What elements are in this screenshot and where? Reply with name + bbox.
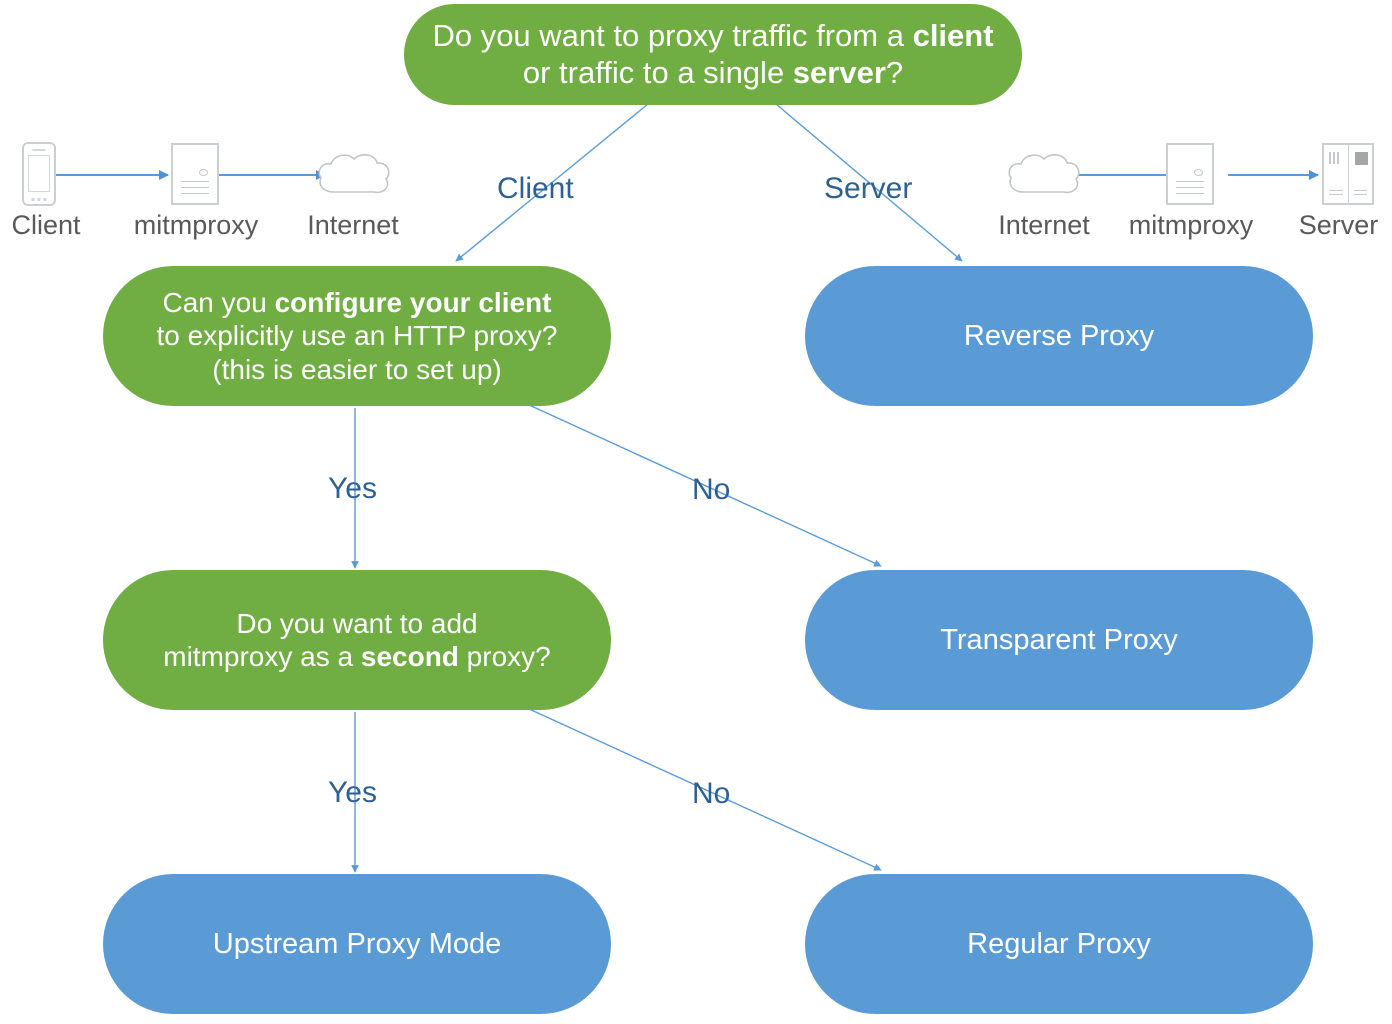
- illustration-caption-server: Server: [1298, 210, 1379, 240]
- cloud-icon-slot-right: [1002, 150, 1086, 205]
- server-line: [1329, 190, 1343, 191]
- decision-client-or-server-line2a: or traffic to a single: [522, 54, 793, 90]
- document-line: [181, 187, 209, 188]
- document-line: [1176, 181, 1204, 182]
- decision-configure-client-bold: configure your client: [274, 287, 552, 319]
- decision-second-proxy-line1: Do you want to add: [236, 607, 478, 639]
- decision-configure-client-line3: (this is easier to set up): [212, 353, 502, 385]
- decision-second-proxy[interactable]: Do you want to add mitmproxy as a second…: [103, 570, 611, 710]
- decision-configure-client[interactable]: Can you configure your client to explici…: [103, 266, 611, 406]
- decision-second-proxy-line2c: proxy?: [458, 641, 551, 672]
- edge-label-client: Client: [497, 172, 574, 205]
- edge-label-no-1: No: [692, 473, 731, 506]
- edge-label-yes-1: Yes: [328, 472, 377, 505]
- decision-configure-client-line2: to explicitly use an HTTP proxy?: [156, 320, 558, 352]
- phone-buttons: [31, 198, 47, 201]
- illustration-caption-mitmproxy-left: mitmproxy: [133, 210, 259, 240]
- decision-client-or-server-line1a: Do you want to proxy traffic from a: [432, 17, 913, 53]
- document-line: [181, 181, 209, 182]
- decision-configure-client-line1a: Can you: [162, 287, 275, 319]
- document-ring: [1194, 169, 1203, 176]
- decision-client-or-server[interactable]: Do you want to proxy traffic from a clie…: [404, 4, 1022, 105]
- document-line: [181, 193, 209, 194]
- cloud-icon: [1008, 154, 1080, 194]
- outcome-upstream-proxy-mode[interactable]: Upstream Proxy Mode: [103, 874, 611, 1014]
- illustration-caption-internet-left: Internet: [307, 210, 399, 240]
- server-rack-right-panel: [1347, 145, 1373, 203]
- decision-second-proxy-bold: second: [360, 641, 459, 672]
- document-icon-slot-left: [171, 143, 219, 205]
- server-line: [1353, 190, 1367, 191]
- document-line: [1176, 193, 1204, 194]
- decision-client-or-server-line2c: ?: [885, 54, 904, 90]
- document-icon-slot-right: [1166, 143, 1214, 205]
- illustration-caption-mitmproxy-right: mitmproxy: [1128, 210, 1254, 240]
- edge-label-yes-2: Yes: [328, 776, 377, 809]
- edge-label-server: Server: [824, 172, 913, 205]
- outcome-upstream-proxy-mode-label: Upstream Proxy Mode: [212, 927, 502, 960]
- server-rack-icon-slot: [1322, 143, 1374, 205]
- cloud-icon-slot-left: [312, 150, 396, 205]
- document-icon: [1166, 143, 1214, 205]
- illustration-caption-client: Client: [11, 210, 81, 240]
- illustration-internet-to-server: Internet mitmproxy Server: [985, 140, 1392, 250]
- server-rack-icon: [1322, 143, 1374, 205]
- phone-speaker: [32, 149, 46, 151]
- cloud-icon: [318, 154, 390, 194]
- outcome-reverse-proxy-label: Reverse Proxy: [963, 319, 1155, 352]
- document-ring: [199, 169, 208, 176]
- document-icon: [171, 143, 219, 205]
- illustration-caption-internet-right: Internet: [998, 210, 1090, 240]
- phone-screen: [28, 155, 50, 192]
- phone-icon: [22, 142, 56, 206]
- decision-second-proxy-line2a: mitmproxy as a: [163, 641, 361, 672]
- document-line: [1176, 187, 1204, 188]
- server-rack-left-panel: [1324, 145, 1348, 203]
- outcome-regular-proxy[interactable]: Regular Proxy: [805, 874, 1313, 1014]
- server-vents: [1329, 152, 1339, 164]
- phone-icon-slot: [22, 142, 56, 206]
- decision-client-or-server-bold-server: server: [792, 54, 886, 90]
- outcome-transparent-proxy-label: Transparent Proxy: [940, 623, 1178, 656]
- server-line: [1329, 194, 1343, 195]
- decision-client-or-server-bold-client: client: [912, 17, 994, 53]
- outcome-reverse-proxy[interactable]: Reverse Proxy: [805, 266, 1313, 406]
- outcome-regular-proxy-label: Regular Proxy: [967, 927, 1151, 960]
- edge-label-no-2: No: [692, 777, 731, 810]
- server-line: [1353, 194, 1367, 195]
- outcome-transparent-proxy[interactable]: Transparent Proxy: [805, 570, 1313, 710]
- illustration-client-to-internet: Client mitmproxy Internet: [0, 140, 410, 250]
- server-block: [1354, 152, 1368, 165]
